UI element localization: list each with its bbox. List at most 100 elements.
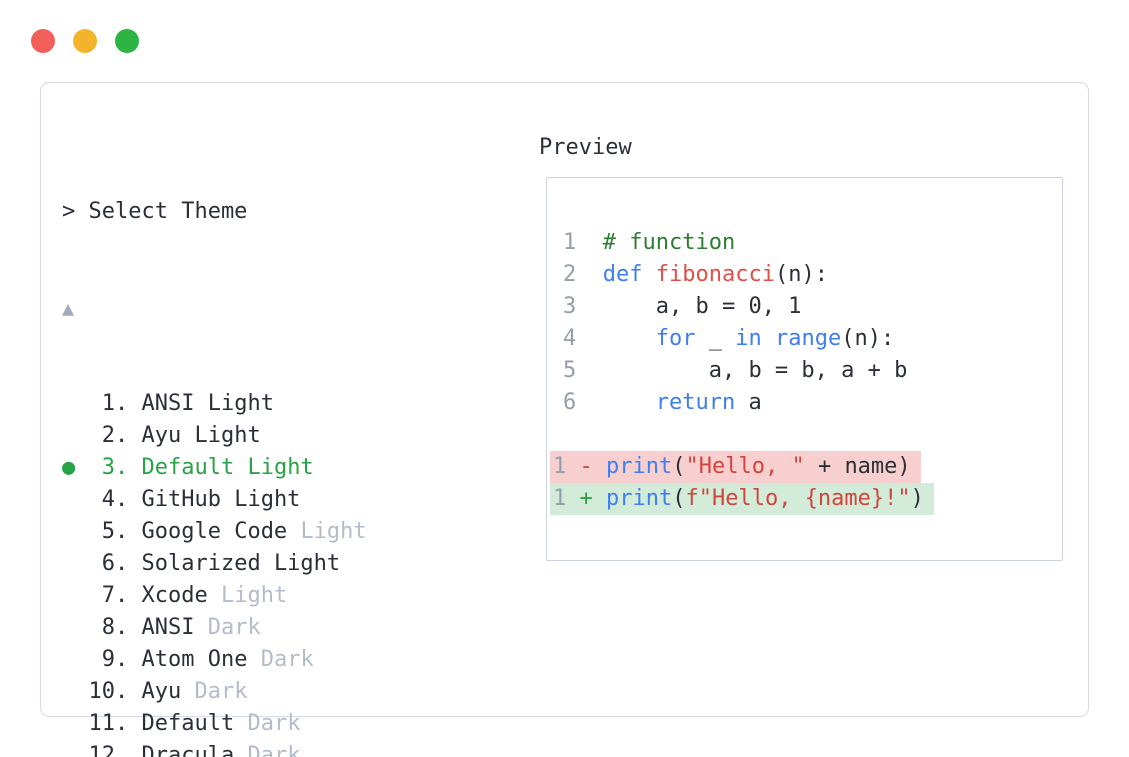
theme-item-name: Ayu [141, 423, 195, 448]
theme-item-atom-one-dark[interactable]: 9. Atom One Dark [62, 644, 843, 676]
theme-item-ayu-light[interactable]: 2. Ayu Light [62, 420, 843, 452]
code-token: "Hello, " [685, 454, 805, 479]
theme-item-number: 8. [88, 615, 142, 640]
theme-item-number: 7. [88, 583, 142, 608]
theme-item-name: Default [141, 455, 248, 480]
line-number: 5 [563, 358, 577, 383]
line-number: 3 [563, 294, 577, 319]
theme-item-xcode-light[interactable]: 7. Xcode Light [62, 580, 843, 612]
theme-item-name: Dracula [141, 743, 248, 757]
theme-item-variant: Light [247, 455, 314, 480]
code-token [603, 326, 656, 351]
line-number: 1 [563, 230, 577, 255]
diff-highlight-del: 1 - print("Hello, " + name) [550, 451, 921, 483]
theme-item-solarized-light[interactable]: 6. Solarized Light [62, 548, 843, 580]
theme-item-name: Google Code [141, 519, 301, 544]
theme-item-number: 10. [88, 679, 142, 704]
code-line: 5 a, b = b, a + b [547, 355, 1062, 387]
line-number-gap [576, 390, 603, 415]
theme-item-number: 5. [88, 519, 142, 544]
code-token: print [606, 486, 673, 511]
code-token: f"Hello, {name}!" [685, 486, 911, 511]
diff-highlight-add: 1 + print(f"Hello, {name}!") [550, 483, 934, 515]
bullet-placeholder [62, 583, 89, 608]
maximize-button[interactable] [115, 29, 139, 53]
line-number: 1 [553, 486, 567, 511]
theme-item-number: 6. [88, 551, 142, 576]
preview-label: Preview [539, 135, 632, 160]
theme-selector: > Select Theme ▲ 1. ANSI Light 2. Ayu Li… [62, 132, 843, 757]
code-token: in [735, 326, 762, 351]
theme-item-variant: Light [207, 391, 274, 416]
code-token [762, 326, 775, 351]
bullet-placeholder [62, 551, 89, 576]
theme-item-ayu-dark[interactable]: 10. Ayu Dark [62, 676, 843, 708]
code-token: return [655, 390, 736, 415]
blank-code-line [547, 419, 1062, 451]
theme-item-variant: Light [194, 423, 261, 448]
theme-item-variant: Dark [247, 711, 301, 736]
theme-item-name: Ayu [141, 679, 195, 704]
bullet-placeholder [62, 487, 89, 512]
line-number-gap [576, 230, 603, 255]
code-token [643, 262, 656, 287]
line-number: 2 [563, 262, 577, 287]
line-number-gap [576, 294, 603, 319]
code-token: ) [910, 486, 924, 511]
theme-item-name: Default [141, 711, 248, 736]
line-number: 4 [563, 326, 577, 351]
bullet-placeholder [62, 711, 89, 736]
theme-item-github-light[interactable]: 4. GitHub Light [62, 484, 843, 516]
line-number-gap [576, 262, 603, 287]
theme-item-variant: Light [273, 551, 341, 576]
theme-item-name: Atom One [141, 647, 261, 672]
theme-item-variant: Dark [194, 679, 248, 704]
code-line: 2 def fibonacci(n): [547, 259, 1062, 291]
bullet-placeholder [62, 391, 89, 416]
bullet-placeholder [62, 647, 89, 672]
code-token: range [774, 326, 842, 351]
line-number-gap [576, 358, 603, 383]
close-button[interactable] [31, 29, 55, 53]
theme-item-variant: Dark [207, 615, 261, 640]
theme-item-ansi-dark[interactable]: 8. ANSI Dark [62, 612, 843, 644]
bullet-placeholder [62, 519, 89, 544]
theme-item-dracula-dark[interactable]: 12. Dracula Dark [62, 740, 843, 757]
theme-item-default-light[interactable]: ● 3. Default Light [62, 452, 843, 484]
diff-sign-add: + [579, 486, 593, 511]
code-line: 1 # function [547, 227, 1062, 259]
code-line: 3 a, b = 0, 1 [547, 291, 1062, 323]
theme-item-name: Solarized [141, 551, 274, 576]
code-token: (n): [841, 326, 895, 351]
minimize-button[interactable] [73, 29, 97, 53]
code-token: (n): [774, 262, 828, 287]
code-token: ( [672, 486, 686, 511]
theme-picker-panel: > Select Theme ▲ 1. ANSI Light 2. Ayu Li… [40, 82, 1089, 757]
theme-item-default-dark[interactable]: 11. Default Dark [62, 708, 843, 740]
bullet-placeholder [62, 615, 89, 640]
line-number: 6 [563, 390, 577, 415]
code-token: def [602, 262, 643, 287]
code-token: a, b = 0, 1 [602, 294, 802, 319]
code-token: fibonacci [655, 262, 775, 287]
theme-item-ansi-light[interactable]: 1. ANSI Light [62, 388, 843, 420]
scroll-up-icon[interactable]: ▲ [62, 296, 75, 320]
theme-item-number: 1. [88, 391, 142, 416]
diff-line-del: 1 - print("Hello, " + name) [547, 451, 1062, 483]
code-line: 6 return a [547, 387, 1062, 419]
theme-item-name: ANSI [141, 391, 208, 416]
theme-list: 1. ANSI Light 2. Ayu Light● 3. Default L… [62, 388, 843, 757]
code-token: a [735, 390, 762, 415]
code-token: for [655, 326, 696, 351]
diff-sign-del: - [579, 454, 593, 479]
theme-item-google-code-light[interactable]: 5. Google Code Light [62, 516, 843, 548]
theme-item-variant: Light [220, 583, 288, 608]
theme-item-number: 4. [88, 487, 142, 512]
theme-item-variant: Dark [247, 743, 301, 757]
line-number: 1 [553, 454, 567, 479]
line-number-gap [576, 326, 603, 351]
select-theme-prompt: > Select Theme [62, 199, 248, 224]
theme-item-number: 2. [88, 423, 142, 448]
